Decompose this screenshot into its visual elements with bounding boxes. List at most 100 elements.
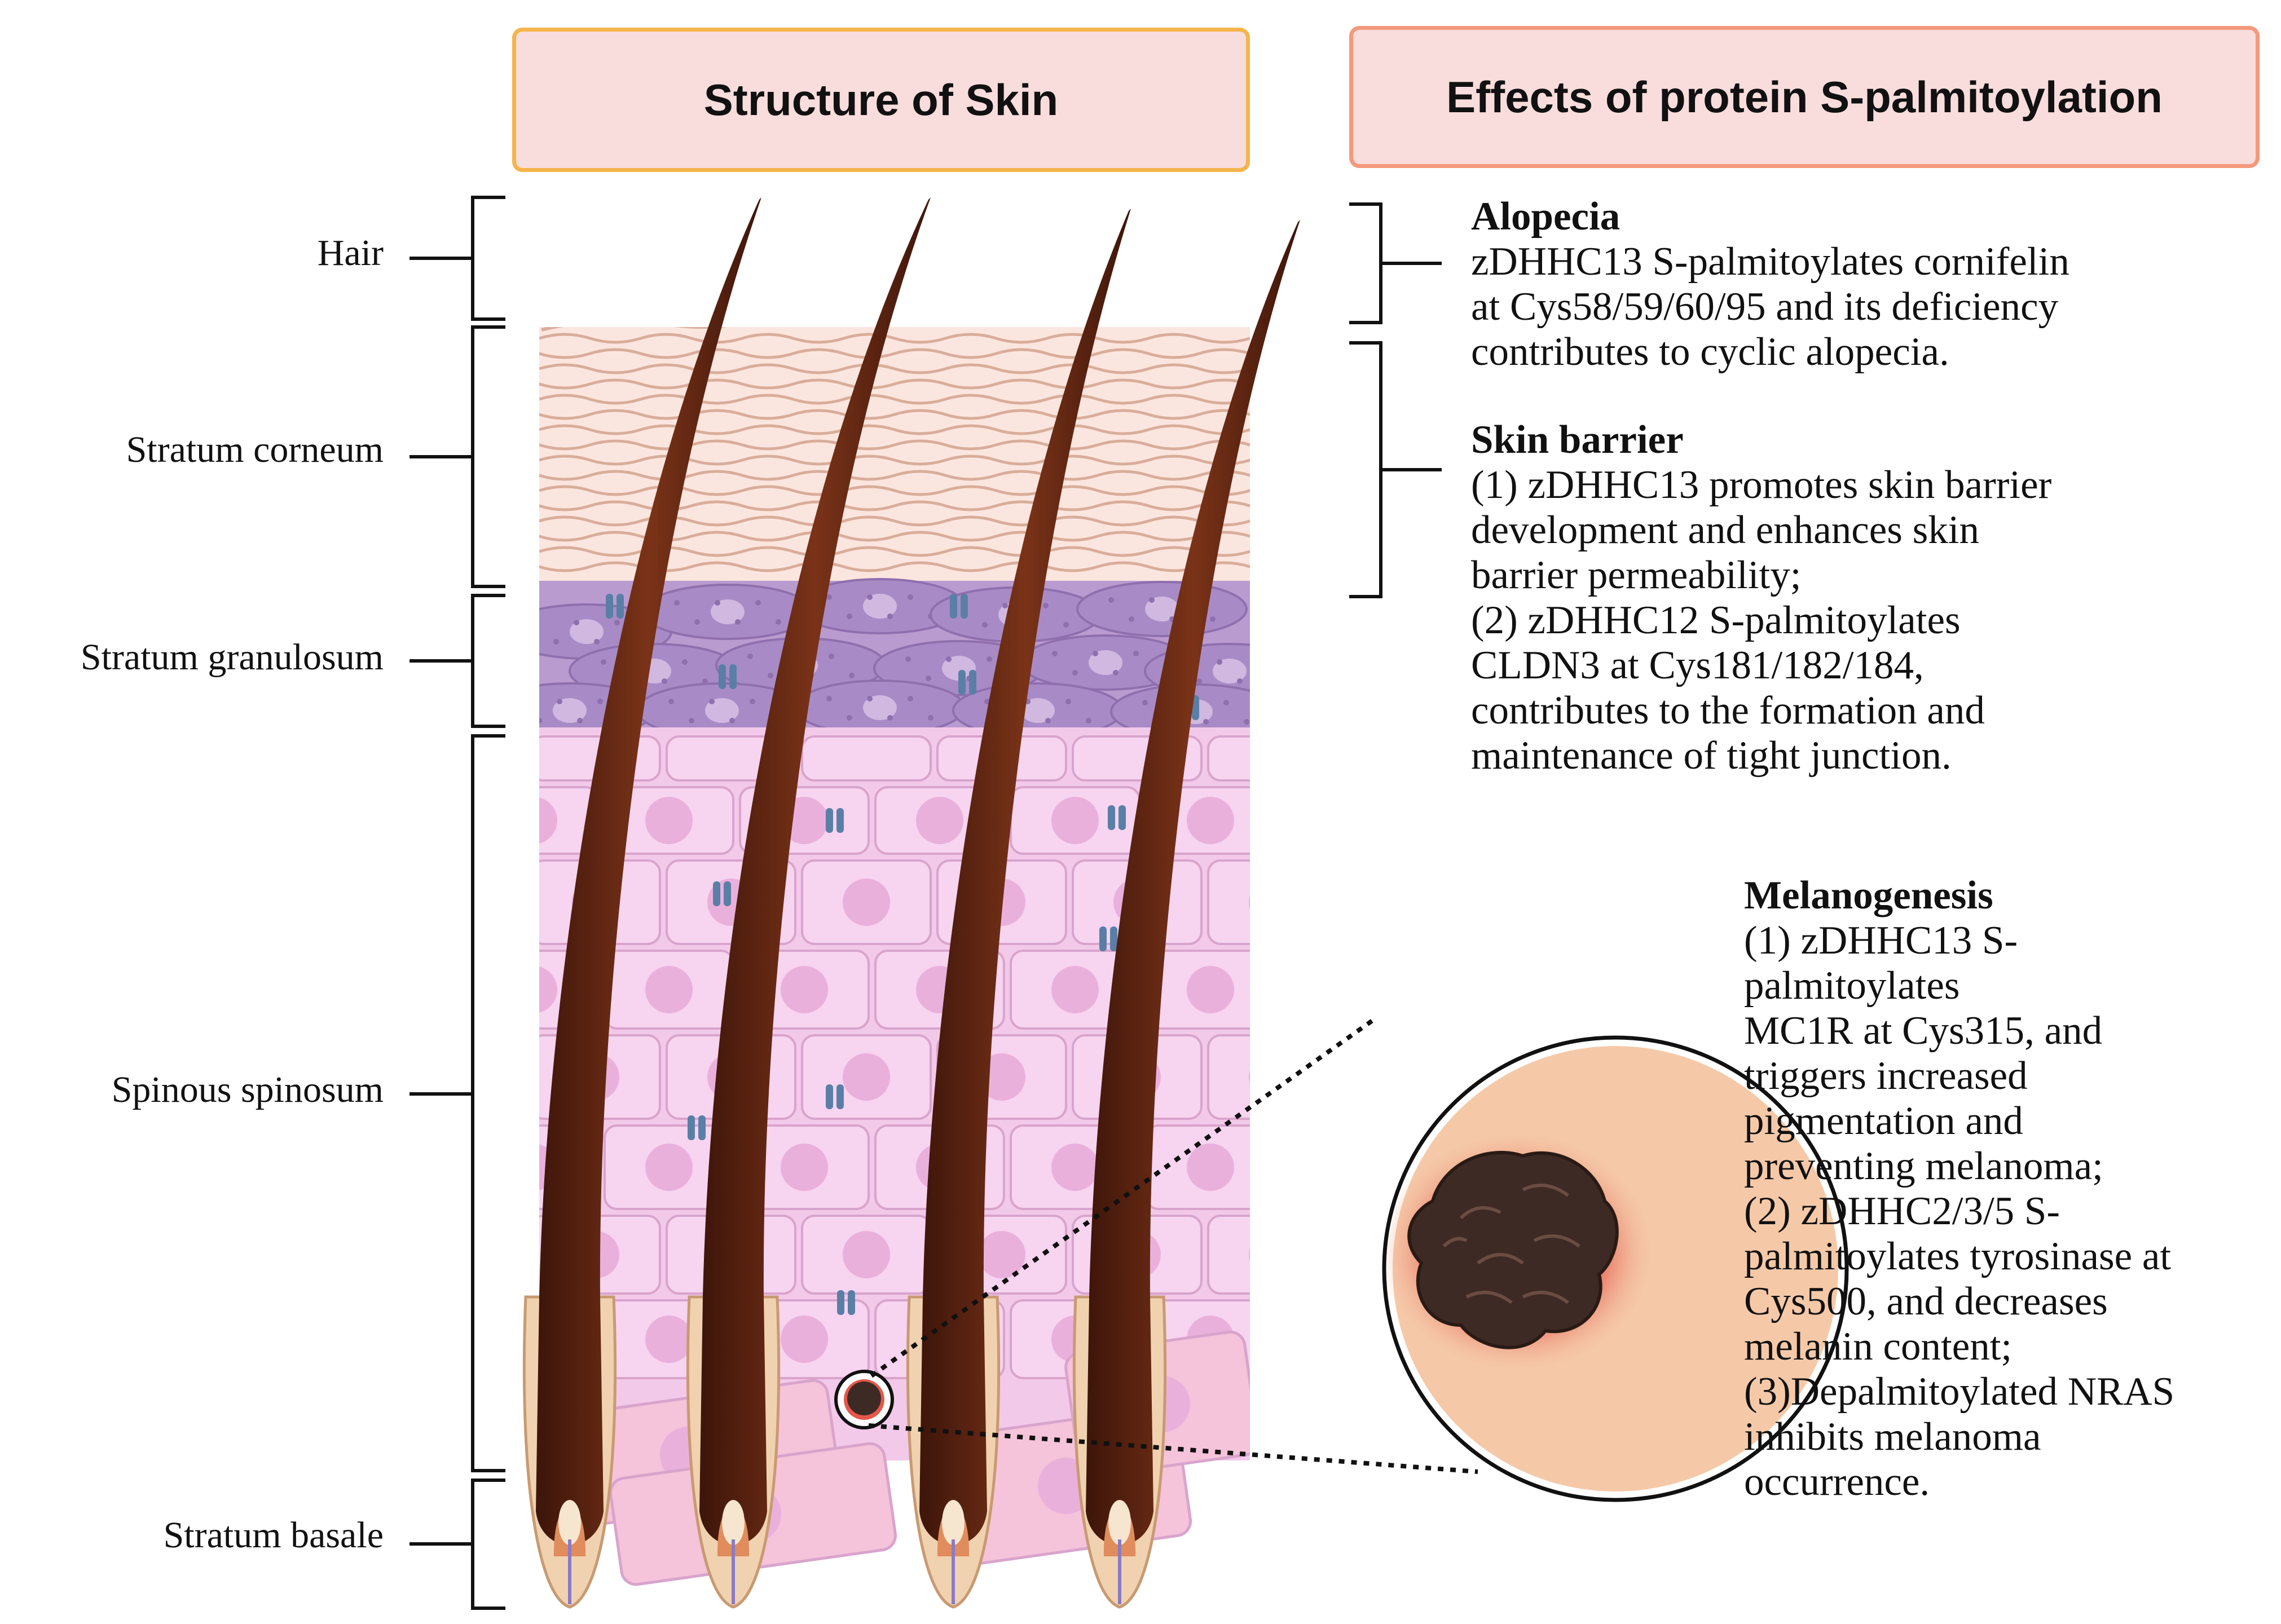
effects-title: Effects of protein S-palmitoylation	[1446, 72, 2163, 122]
granule	[926, 676, 931, 681]
granule	[1065, 699, 1071, 704]
cell-nucleus	[1187, 1144, 1234, 1191]
granule	[1086, 718, 1091, 723]
granule	[982, 622, 988, 628]
tight-junction	[969, 670, 976, 695]
cell-nucleus	[645, 1316, 693, 1363]
granule	[594, 639, 600, 645]
tight-junction	[719, 664, 726, 689]
granulosum-nucleus	[553, 698, 587, 723]
granule	[694, 619, 700, 625]
tight-junction	[1192, 695, 1199, 720]
alopecia-line: at Cys58/59/60/95 and its deficiency	[1471, 285, 2059, 329]
cell-nucleus	[843, 1231, 890, 1278]
spinosum-cell	[539, 786, 599, 855]
tight-junction	[826, 1084, 833, 1109]
granule	[826, 696, 832, 701]
cell-nucleus	[1051, 797, 1099, 844]
granule	[1244, 719, 1249, 725]
granule	[553, 639, 559, 645]
granulosum-nucleus	[1089, 650, 1122, 675]
granule	[908, 696, 913, 701]
granule	[847, 715, 852, 721]
tight-junction	[729, 664, 737, 689]
granule	[1072, 670, 1078, 676]
melanogenesis-line: melanin content;	[1744, 1325, 2013, 1369]
alopecia-bracket	[1349, 202, 1382, 324]
corneum-flake	[936, 318, 1072, 324]
granule	[1237, 678, 1243, 684]
skin-barrier-bracket	[1349, 341, 1382, 598]
cell-nucleus	[781, 966, 828, 1013]
alopecia-title: Alopecia	[1471, 195, 1621, 239]
granule	[601, 659, 606, 665]
alopecia-line: zDHHC13 S-palmitoylates cornifelin	[1471, 240, 2069, 284]
hair-shaft	[1086, 220, 1300, 1545]
granulosum-nucleus	[705, 698, 739, 723]
granule	[928, 715, 933, 721]
hair-shaft	[699, 197, 931, 1545]
melanogenesis-block: Melanogenesis (1) zDHHC13 S- palmitoylat…	[1744, 873, 2174, 1504]
skin-barrier-block: Skin barrier (1) zDHHC13 promotes skin b…	[1471, 417, 2051, 778]
cell-nucleus	[1249, 895, 1250, 910]
corneum-line	[539, 439, 1250, 451]
structure-of-skin-header: Structure of Skin	[512, 28, 1250, 172]
melanogenesis-line: occurrence.	[1744, 1460, 1930, 1504]
layer-bracket	[471, 196, 505, 321]
corneum-line	[539, 531, 1250, 542]
corneum-line	[539, 348, 1250, 359]
cell-nucleus	[645, 966, 693, 1013]
granule	[539, 718, 542, 723]
granule	[829, 654, 834, 659]
dermal-papilla	[1108, 1500, 1131, 1545]
corneum-line	[539, 409, 1250, 420]
granule	[533, 620, 539, 625]
granule	[1133, 651, 1139, 656]
effect-brackets	[1349, 202, 1442, 598]
melanoma-texture-stroke	[1442, 1237, 1468, 1248]
tight-junction	[1108, 805, 1115, 830]
melanogenesis-line: palmitoylates tyrosinase at	[1744, 1234, 2172, 1278]
melanoma-texture-stroke	[1459, 1206, 1501, 1220]
layer-label-granulosum: Stratum granulosum	[80, 637, 384, 678]
melanoma-texture-stroke	[1465, 1291, 1513, 1304]
corneum-line	[539, 500, 1250, 511]
cell-nucleus	[781, 1144, 828, 1191]
granule	[1210, 616, 1216, 622]
spinosum-cell	[1207, 1215, 1250, 1295]
alopecia-block: Alopecia zDHHC13 S-palmitoylates cornife…	[1471, 194, 2069, 374]
melanoma-texture-stroke	[1533, 1234, 1580, 1248]
granulosum-nucleus	[863, 594, 897, 619]
granule	[1223, 700, 1229, 705]
granule	[1093, 651, 1098, 656]
granule	[557, 699, 562, 704]
layer-bracket	[471, 734, 505, 1472]
granule	[1052, 651, 1058, 656]
tight-junction	[724, 881, 731, 906]
granule	[674, 600, 680, 606]
melanogenesis-line: preventing melanoma;	[1744, 1144, 2103, 1188]
granulosum-nucleus	[1145, 597, 1179, 621]
granule	[715, 600, 720, 606]
corneum-line	[539, 333, 1250, 344]
effects-header: Effects of protein S-palmitoylation	[1349, 26, 2260, 168]
granule	[908, 594, 913, 600]
melanogenesis-title: Melanogenesis	[1744, 873, 1993, 917]
cell-nucleus	[843, 879, 890, 926]
tight-junction	[836, 1084, 844, 1109]
skin-barrier-line: development and enhances skin	[1471, 508, 1980, 552]
granule	[1108, 597, 1114, 603]
melanogenesis-line: (2) zDHHC2/3/5 S-	[1744, 1189, 2060, 1233]
tight-junction	[848, 1290, 855, 1315]
melanoma-texture-stroke	[1477, 1253, 1524, 1265]
granulosum-nucleus	[863, 695, 897, 720]
skin-barrier-line: CLDN3 at Cys181/182/184,	[1471, 643, 1924, 687]
layer-bracket	[471, 594, 505, 728]
melanogenesis-line: Cys500, and decreases	[1744, 1279, 2108, 1323]
structure-of-skin-title: Structure of Skin	[703, 74, 1059, 125]
tight-junction	[713, 881, 720, 906]
hair-follicles	[522, 197, 1300, 1609]
granulosum-nucleus	[942, 656, 976, 681]
granule	[847, 614, 852, 619]
granule	[1217, 659, 1222, 665]
